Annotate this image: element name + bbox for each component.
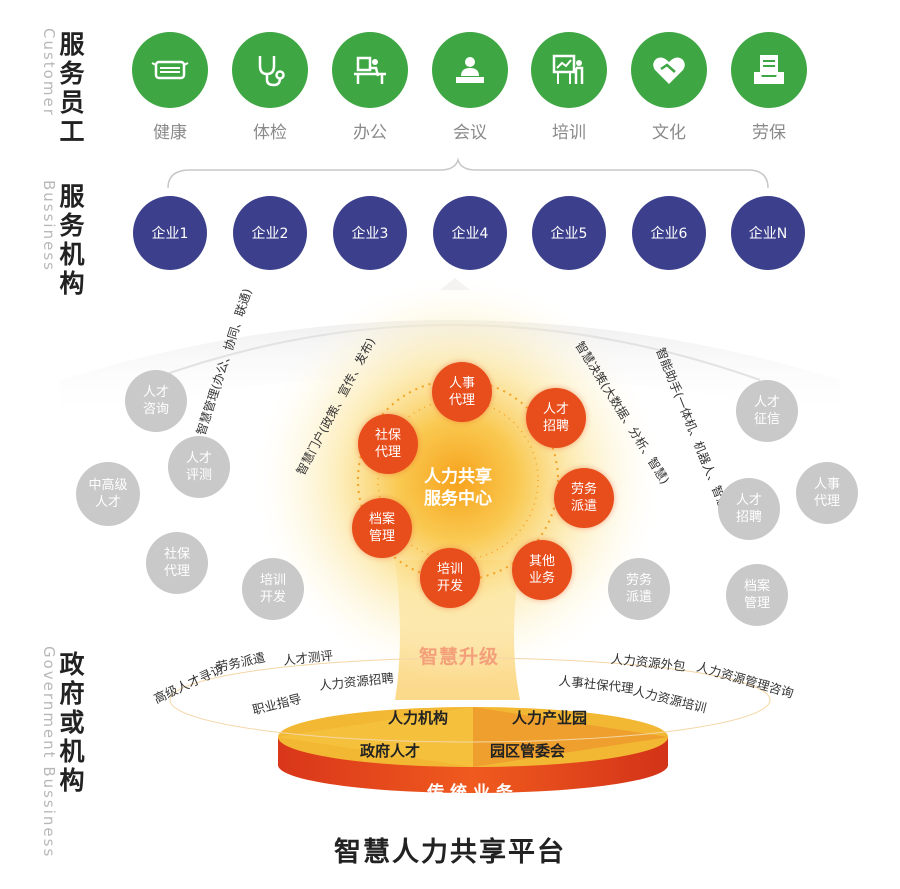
platform-gov-talent: 政府人才 — [360, 742, 421, 760]
service-label-3: 会议 — [453, 123, 487, 143]
service-checkup[interactable] — [232, 32, 308, 108]
service-label-1: 体检 — [253, 123, 287, 143]
core-personnel-agency[interactable]: 人事 代理 — [432, 362, 492, 422]
stethoscope-icon — [258, 56, 285, 87]
service-training[interactable] — [531, 32, 607, 108]
core-labor-dispatch[interactable]: 劳务 派遣 — [554, 468, 614, 528]
enterprise-3[interactable]: 企业3 — [333, 196, 407, 270]
service-label-4: 培训 — [552, 123, 586, 143]
diagram-title: 智慧人力共享平台 — [334, 837, 566, 868]
gray-right-4[interactable]: 档案 管理 — [726, 564, 788, 626]
customer-en-label: Customer — [40, 28, 58, 117]
gray-right-1[interactable]: 人事 代理 — [796, 462, 858, 524]
upgrade-label: 智慧升级 — [419, 646, 500, 668]
service-label-2: 办公 — [353, 123, 387, 143]
service-protection[interactable] — [731, 32, 807, 108]
bracket — [167, 157, 769, 189]
document-tray-icon — [754, 55, 784, 84]
gray-left-2[interactable]: 中高级 人才 — [76, 462, 140, 526]
enterprise-1[interactable]: 企业1 — [133, 196, 207, 270]
service-office[interactable] — [332, 32, 408, 108]
platform-ring — [169, 657, 771, 743]
service-label-6: 劳保 — [752, 123, 786, 143]
service-meeting[interactable] — [432, 32, 508, 108]
meeting-icon — [456, 57, 484, 83]
training-board-icon — [552, 54, 584, 84]
service-health[interactable] — [132, 32, 208, 108]
mask-icon — [151, 60, 189, 80]
gray-right-2[interactable]: 人才 招聘 — [718, 478, 780, 540]
platform-park-committee: 园区管委会 — [490, 742, 566, 760]
government-label: 政府或机构 — [59, 650, 85, 795]
platform-hr-park: 人力产业园 — [512, 709, 588, 727]
service-label-5: 文化 — [652, 123, 686, 143]
platform-top-right — [473, 707, 668, 767]
gray-left-3[interactable]: 社保 代理 — [146, 532, 208, 594]
platform-hr-agency: 人力机构 — [388, 709, 449, 727]
enterprise-2[interactable]: 企业2 — [233, 196, 307, 270]
business-label: 服务机构 — [59, 182, 85, 298]
core-archives[interactable]: 档案 管理 — [352, 498, 412, 558]
enterprise-6[interactable]: 企业6 — [632, 196, 706, 270]
core-social-insurance[interactable]: 社保 代理 — [358, 414, 418, 474]
core-recruitment[interactable]: 人才 招聘 — [526, 388, 586, 448]
core-other-business[interactable]: 其他 业务 — [512, 540, 572, 600]
gray-right-0[interactable]: 人才 征信 — [736, 380, 798, 442]
platform-top-left — [278, 707, 473, 767]
customer-label: 服务员工 — [59, 30, 85, 146]
gray-left-1[interactable]: 人才 评测 — [168, 436, 230, 498]
service-culture[interactable] — [631, 32, 707, 108]
business-en-label: Bussiness — [40, 180, 58, 272]
enterprise-n[interactable]: 企业N — [731, 196, 805, 270]
gray-left-0[interactable]: 人才 咨询 — [125, 370, 187, 432]
gray-right-3[interactable]: 劳务 派遣 — [608, 558, 670, 620]
office-desk-icon — [354, 56, 386, 84]
gray-left-4[interactable]: 培训 开发 — [242, 558, 304, 620]
platform-traditional-business: 传 统 业 务 — [427, 783, 513, 803]
service-label-0: 健康 — [153, 123, 187, 143]
orbit-ring-inner — [377, 399, 539, 561]
government-en-label: Government Bussiness — [40, 646, 58, 859]
core-training[interactable]: 培训 开发 — [420, 548, 480, 608]
enterprise-4[interactable]: 企业4 — [433, 196, 507, 270]
handshake-heart-icon — [653, 57, 685, 84]
center-label: 人力共享 服务中心 — [424, 467, 492, 509]
enterprise-5[interactable]: 企业5 — [532, 196, 606, 270]
